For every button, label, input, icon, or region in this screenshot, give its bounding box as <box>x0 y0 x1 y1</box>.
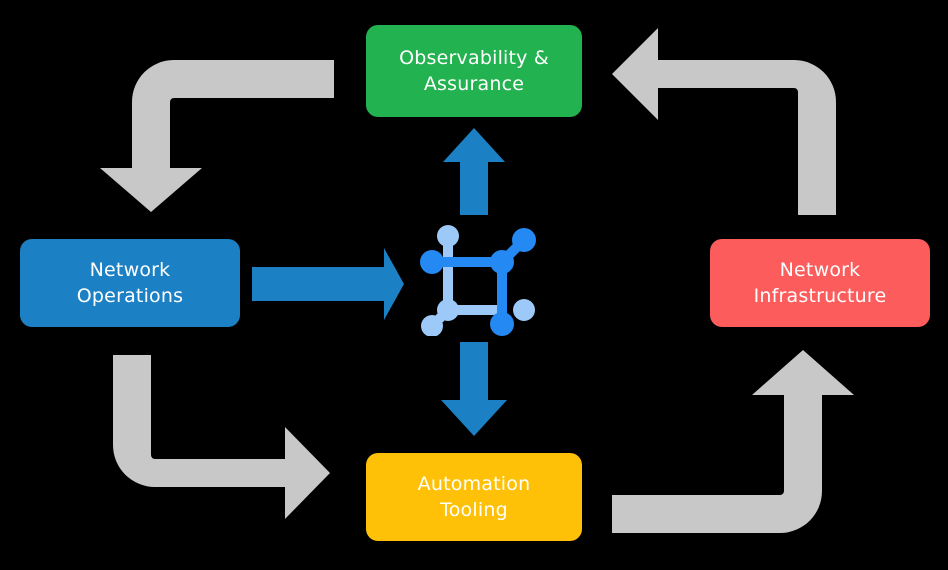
connector-hub-to-observability <box>443 128 505 215</box>
node-automation-tooling-label: Automation Tooling <box>417 472 531 521</box>
connector-network-operations-to-hub <box>252 248 404 320</box>
topology-dark-nodes <box>420 228 536 336</box>
connector-network-operations-to-automation-tooling <box>113 355 330 519</box>
node-network-operations[interactable]: Network Operations <box>20 239 240 327</box>
connector-automation-tooling-to-network-infrastructure <box>612 350 854 533</box>
node-network-infrastructure-label: Network Infrastructure <box>753 258 887 307</box>
node-network-operations-label: Network Operations <box>76 258 184 307</box>
node-automation-tooling[interactable]: Automation Tooling <box>366 453 582 541</box>
node-observability-assurance[interactable]: Observability & Assurance <box>366 25 582 117</box>
network-topology-icon <box>420 225 536 336</box>
topology-light-nodes <box>421 225 535 336</box>
node-observability-assurance-label: Observability & Assurance <box>399 46 549 95</box>
connector-observability-to-network-operations <box>100 60 334 212</box>
connector-network-infrastructure-to-observability <box>612 28 836 215</box>
node-network-infrastructure[interactable]: Network Infrastructure <box>710 239 930 327</box>
connector-hub-to-automation-tooling <box>441 342 507 436</box>
